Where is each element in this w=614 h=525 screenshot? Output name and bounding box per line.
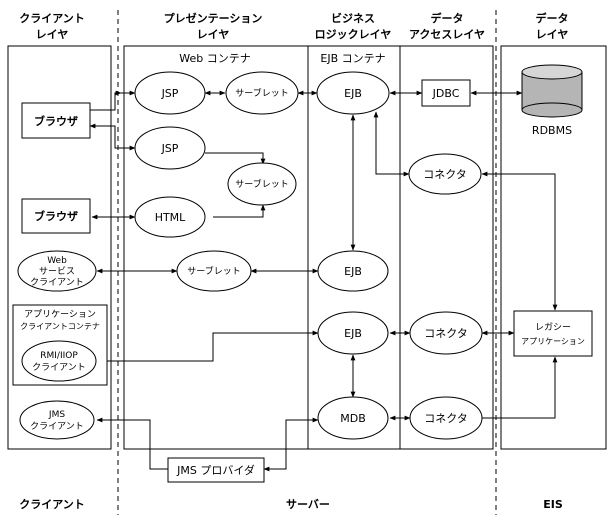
col-data-access-line1: データ (431, 11, 464, 25)
jsp2-node (134, 126, 206, 170)
ws-client-line2: サービス (39, 266, 75, 277)
servlet1-label: サーブレット (235, 87, 288, 99)
client-layer-box (7, 45, 112, 450)
mdb-node (317, 396, 389, 440)
col-data-access-line2: アクセスレイヤ (409, 28, 485, 41)
jsp2-label: JSP (161, 142, 179, 155)
connector1-label: コネクタ (423, 168, 467, 181)
jdbc-label: JDBC (432, 87, 460, 100)
app-client-container-line1: アプリケーション (24, 309, 96, 320)
col-client-line1: クライアント (19, 12, 85, 25)
jms-client-node (19, 400, 95, 440)
ejb3-label: EJB (344, 327, 362, 340)
connector2-node (409, 311, 483, 355)
connector3-node (409, 396, 483, 440)
mdb-label: MDB (340, 412, 366, 425)
ejb1-label: EJB (344, 87, 362, 100)
edge-browser1-branch (90, 90, 122, 111)
legacy-app-box (513, 310, 593, 357)
edge-jmsclient-provider (96, 417, 168, 470)
legacy-app-line1: レガシー (535, 322, 571, 333)
servlet2-label: サーブレット (235, 178, 288, 190)
col-data-line2: レイヤ (536, 28, 569, 41)
web-container-label: Web コンテナ (179, 52, 250, 65)
rdbms-label: RDBMS (532, 124, 572, 137)
browser2-box (21, 198, 91, 234)
col-presentation-line1: プレゼンテーション (164, 11, 263, 25)
servlet3-label: サーブレット (187, 265, 240, 277)
browser1-label: ブラウザ (34, 114, 78, 128)
col-client-line2: レイヤ (36, 28, 69, 41)
jsp1-label: JSP (161, 87, 179, 100)
edge-provider-mdb (263, 417, 319, 472)
ws-client-line3: クライアント (30, 277, 84, 288)
col-presentation-line2: レイヤ (197, 28, 230, 41)
ejb-container-label: EJB コンテナ (320, 52, 385, 65)
browser1-box (21, 102, 91, 139)
jms-client-line2: クライアント (30, 421, 84, 432)
edge-ejb1-connector1 (373, 111, 410, 177)
col-data-line1: データ (536, 11, 569, 25)
edge-jsp2-servlet2 (205, 152, 266, 165)
edge-html-servlet2 (213, 204, 266, 218)
ws-client-node (17, 250, 97, 292)
html-node (134, 196, 206, 238)
footer-client: クライアント (19, 498, 85, 511)
html-label: HTML (155, 211, 186, 224)
ejb3-node (317, 311, 389, 355)
footer-server: サーバー (286, 498, 330, 511)
connector1-node (408, 153, 482, 195)
ws-client-line1: Web (47, 256, 67, 266)
connector3-label: コネクタ (424, 412, 468, 425)
servlet3-node (176, 250, 252, 292)
footer-eis: EIS (543, 498, 563, 511)
edge-browser1-jsp2 (89, 123, 136, 151)
rmi-client-line1: RMI/IIOP (40, 351, 78, 361)
servlet2-node (227, 162, 297, 206)
jms-client-line1: JMS (48, 410, 65, 420)
rmi-client-line2: クライアント (32, 362, 86, 373)
col-business-line2: ロジックレイヤ (315, 28, 392, 41)
edge-rmiclient-ejb3 (105, 330, 319, 362)
rdbms-cylinder-icon (521, 64, 583, 118)
ejb2-label: EJB (344, 265, 362, 278)
edge-connector3-legacy (482, 356, 558, 419)
jms-provider-box (167, 457, 265, 483)
jms-provider-label: JMS プロバイダ (176, 463, 255, 477)
servlet1-node (225, 71, 299, 115)
rmi-client-node (21, 340, 97, 382)
edge-connector1-legacy (481, 171, 558, 311)
ejb2-node (317, 250, 389, 292)
col-business-line1: ビジネス (331, 11, 375, 25)
connector2-label: コネクタ (424, 327, 468, 340)
app-client-container-line2: クライアントコンテナ (20, 322, 100, 331)
jsp1-node (134, 71, 206, 115)
browser2-label: ブラウザ (34, 209, 78, 223)
legacy-app-line2: アプリケーション (521, 337, 585, 346)
jdbc-box (421, 79, 471, 107)
ejb1-node (316, 71, 390, 115)
